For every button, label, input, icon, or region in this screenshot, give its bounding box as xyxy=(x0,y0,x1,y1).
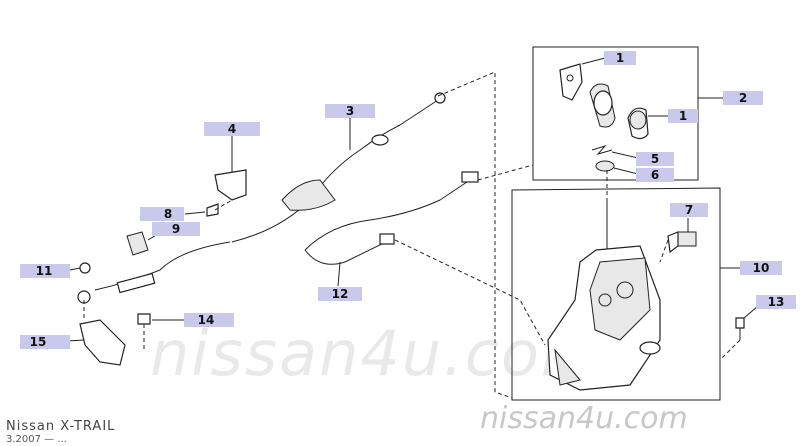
cable-adjuster xyxy=(116,272,156,294)
knob-bracket xyxy=(559,63,583,101)
svg-text:14: 14 xyxy=(198,313,215,327)
callout-8: 8 xyxy=(140,207,184,221)
clip-9 xyxy=(126,231,149,256)
callout-10: 10 xyxy=(740,261,782,275)
svg-text:3: 3 xyxy=(346,104,354,118)
callout-1a: 1 xyxy=(604,51,636,65)
svg-text:15: 15 xyxy=(30,335,47,349)
svg-text:10: 10 xyxy=(753,261,770,275)
watermark-center: nissan4u.com xyxy=(150,317,603,390)
svg-text:7: 7 xyxy=(685,203,693,217)
svg-text:2: 2 xyxy=(739,91,747,105)
lock-cable xyxy=(304,179,471,251)
position-switch xyxy=(667,231,697,254)
nut-11 xyxy=(79,262,91,274)
retainer-ring xyxy=(595,160,615,172)
shifter-assembly xyxy=(547,198,661,391)
callout-9: 9 xyxy=(152,222,200,236)
callout-3: 3 xyxy=(325,104,375,118)
cable-grommet xyxy=(371,134,389,146)
bracket-4 xyxy=(214,169,247,201)
svg-text:13: 13 xyxy=(768,295,785,309)
bracket-15 xyxy=(79,319,126,366)
bolt-14 xyxy=(137,313,151,325)
cable-lower xyxy=(94,241,231,291)
callout-11: 11 xyxy=(20,264,70,278)
bolt-8 xyxy=(206,203,219,217)
callout-5: 5 xyxy=(636,152,674,166)
model-label: Nissan X-TRAIL xyxy=(6,419,115,434)
date-label: 3.2007 — ... xyxy=(6,434,67,445)
callout-4: 4 xyxy=(204,122,260,136)
shift-knob xyxy=(589,83,616,128)
svg-text:1: 1 xyxy=(616,51,624,65)
svg-text:11: 11 xyxy=(36,264,53,278)
callout-15: 15 xyxy=(20,335,70,349)
lock-cable-clip xyxy=(379,233,395,245)
svg-text:1: 1 xyxy=(679,109,687,123)
cable-end-eye xyxy=(434,92,446,104)
callout-1b: 1 xyxy=(668,109,698,123)
knob-cap xyxy=(627,107,649,140)
svg-text:6: 6 xyxy=(651,168,659,182)
bolt-13 xyxy=(735,317,745,340)
callout-13: 13 xyxy=(756,295,796,309)
svg-text:8: 8 xyxy=(164,207,172,221)
svg-text:12: 12 xyxy=(332,287,349,301)
spring-clip xyxy=(591,145,613,155)
watermark-corner: nissan4u.com xyxy=(480,401,688,436)
svg-text:4: 4 xyxy=(228,122,236,136)
svg-text:5: 5 xyxy=(651,152,659,166)
callout-2: 2 xyxy=(723,91,763,105)
callout-6: 6 xyxy=(636,168,674,182)
svg-text:9: 9 xyxy=(172,222,180,236)
lock-cable-end xyxy=(461,171,479,183)
shifter-group-box xyxy=(511,187,721,401)
callout-14: 14 xyxy=(184,313,234,327)
control-cable xyxy=(231,99,439,243)
cable-boot xyxy=(281,179,336,211)
callout-7: 7 xyxy=(670,203,708,217)
callout-12: 12 xyxy=(318,287,362,301)
